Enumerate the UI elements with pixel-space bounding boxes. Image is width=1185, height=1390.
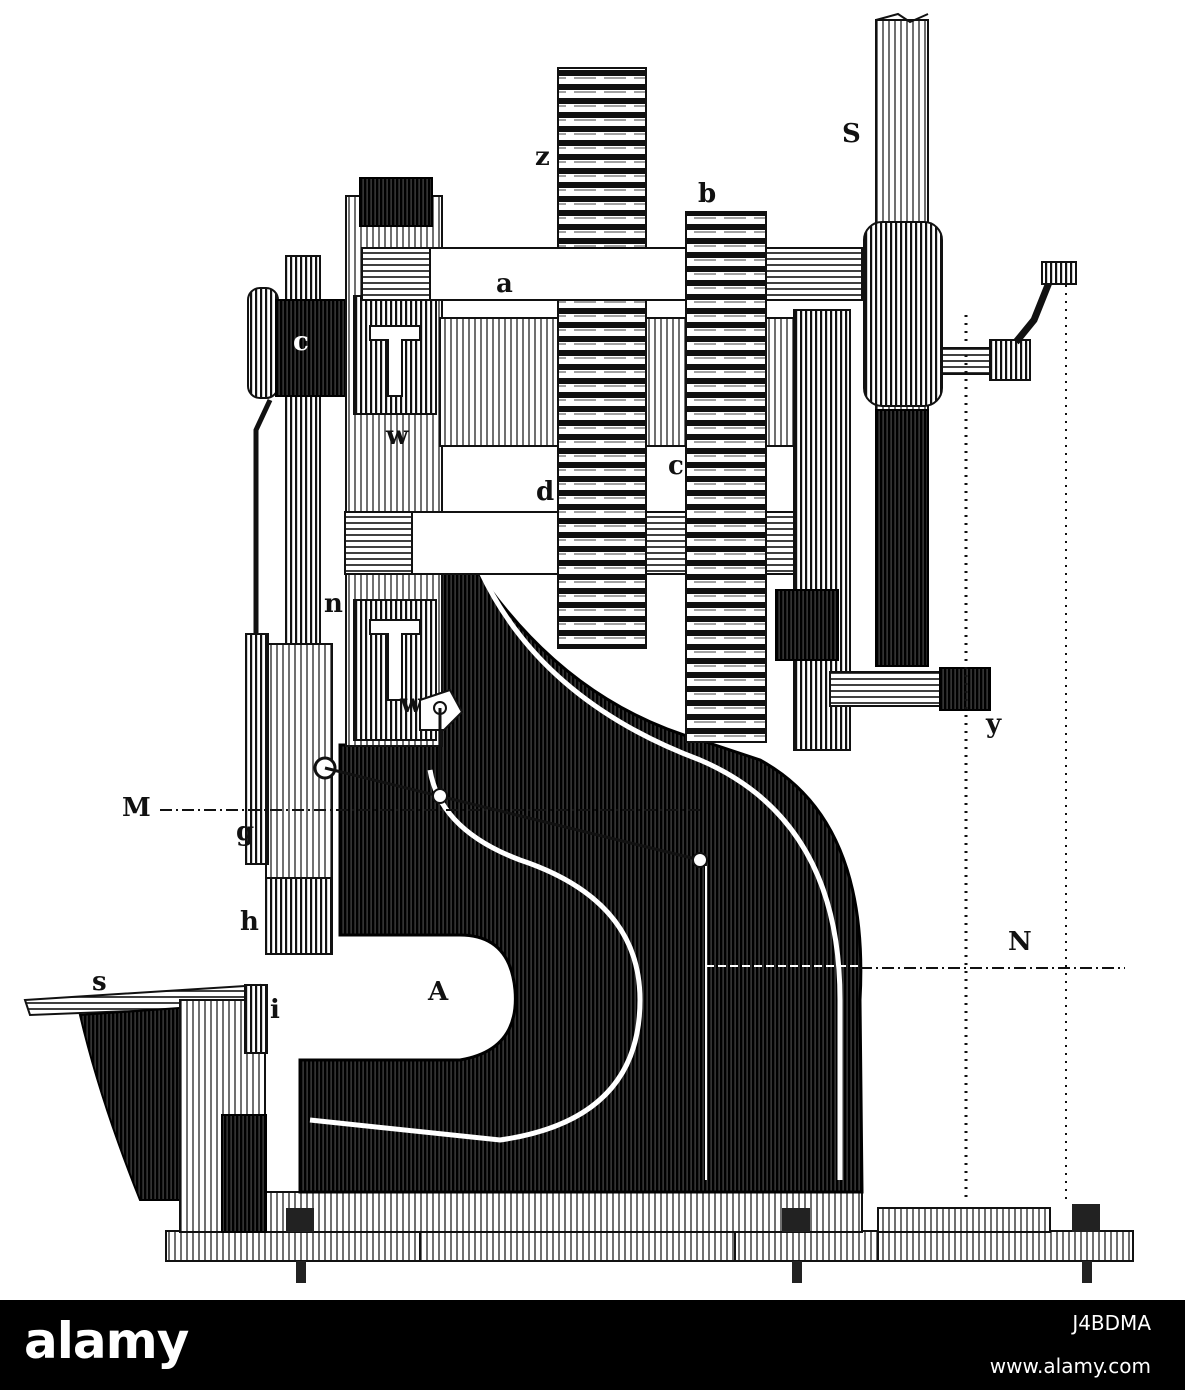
label-y: y xyxy=(985,709,1002,739)
label-b: b xyxy=(698,179,716,209)
label-z: z xyxy=(535,142,550,172)
label-n: n xyxy=(324,589,343,619)
section-lines xyxy=(160,285,1125,1200)
label-h: h xyxy=(240,907,259,937)
label-w-top: w xyxy=(385,421,409,451)
upper-shaft xyxy=(361,247,863,301)
label-g: g xyxy=(236,817,254,847)
image-id: J4BDMA xyxy=(1072,1311,1151,1335)
axle-bolt-y xyxy=(829,667,991,711)
label-M: M xyxy=(122,793,151,823)
crank-handle xyxy=(941,261,1077,381)
gear-d xyxy=(557,299,647,649)
flywheel-s xyxy=(863,12,943,667)
label-c-mid: c xyxy=(668,451,684,481)
ram-slide xyxy=(245,255,347,955)
gear-b xyxy=(685,211,767,743)
linkage-rods xyxy=(324,708,708,1180)
label-d: d xyxy=(536,477,554,507)
punching-machine-engraving: z S b a c w c d n w y M g h N s i A xyxy=(23,12,1134,1283)
label-c-left: c xyxy=(293,327,309,357)
label-a: a xyxy=(496,269,513,299)
watermark-footer: alamy J4BDMA www.alamy.com xyxy=(0,1300,1185,1390)
label-w-low: w xyxy=(399,689,423,719)
label-A: A xyxy=(427,977,449,1007)
frame-rib xyxy=(309,769,643,1143)
label-N: N xyxy=(1008,927,1032,957)
gear-z xyxy=(557,67,647,249)
base-plate xyxy=(165,1191,1134,1283)
label-i: i xyxy=(270,995,280,1025)
anvil-table xyxy=(23,983,268,1233)
alamy-logo: alamy xyxy=(24,1312,189,1370)
label-S: S xyxy=(842,119,861,149)
label-s: s xyxy=(92,967,107,997)
watermark-url: www.alamy.com xyxy=(989,1354,1151,1378)
